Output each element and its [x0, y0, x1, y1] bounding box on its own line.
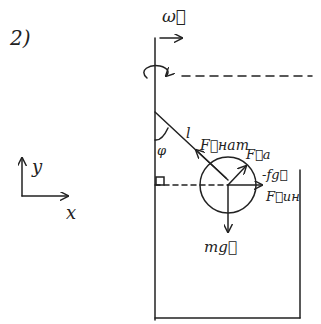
label: F⃗нат — [200, 138, 249, 152]
inertial-arrow — [228, 184, 262, 186]
omega-arrow — [160, 37, 182, 39]
label: 2) — [10, 28, 31, 48]
label: -fg⃗ — [262, 168, 287, 181]
gravity-arrow — [227, 185, 229, 232]
x-axis — [22, 195, 68, 197]
label: ω⃗ — [162, 8, 186, 25]
label: l — [186, 126, 190, 140]
force-arrow — [228, 166, 246, 185]
label: x — [66, 204, 76, 222]
right-angle — [156, 177, 164, 185]
label: F⃗ин — [266, 190, 300, 203]
radius-line — [155, 184, 228, 186]
wall — [155, 317, 300, 319]
label: φ — [157, 144, 166, 157]
dashed-line — [182, 75, 312, 77]
y-axis — [21, 158, 23, 196]
angle-arc — [155, 128, 168, 140]
label: F⃗a — [246, 148, 271, 161]
label: y — [32, 158, 42, 176]
tension-arrow — [196, 150, 226, 178]
label: mg⃗ — [204, 240, 237, 255]
rotation-curl — [144, 66, 168, 78]
